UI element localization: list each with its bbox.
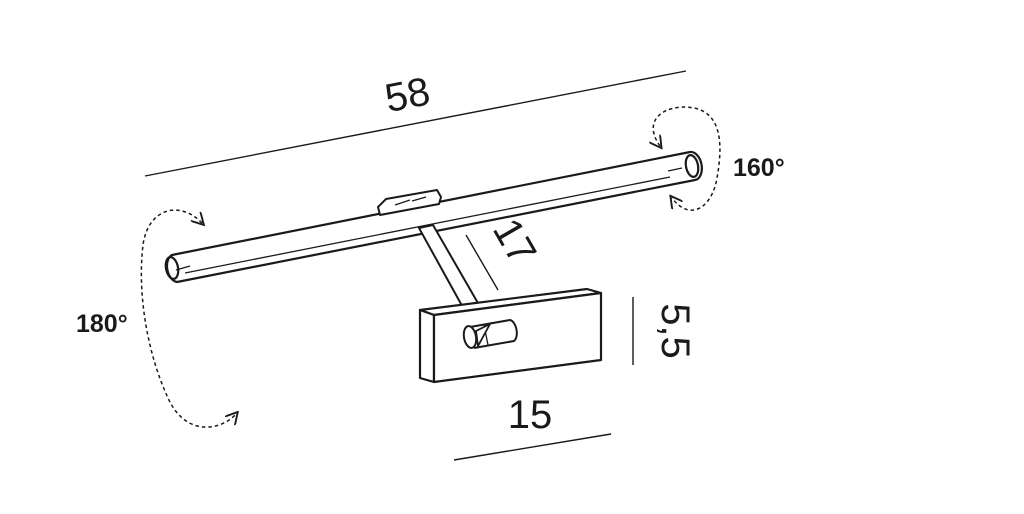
base-width-label: 15 — [508, 393, 553, 437]
arm-length-dimension-line — [144, 70, 687, 177]
arm-length-label: 58 — [381, 69, 433, 121]
base-width-dimension-line — [453, 433, 612, 461]
right-rotation-arrow — [653, 106, 721, 211]
right-rotation-label: 160° — [733, 154, 785, 182]
left-rotation-arrow — [140, 209, 236, 428]
bracket-arm-dimension-line — [465, 234, 499, 291]
arm-clamp — [377, 189, 442, 216]
left-rotation-label: 180° — [76, 310, 128, 338]
wall-base — [418, 287, 603, 384]
lamp-arm — [164, 150, 703, 284]
base-height-label: 5,5 — [653, 303, 697, 359]
pivot-joint — [462, 318, 518, 349]
